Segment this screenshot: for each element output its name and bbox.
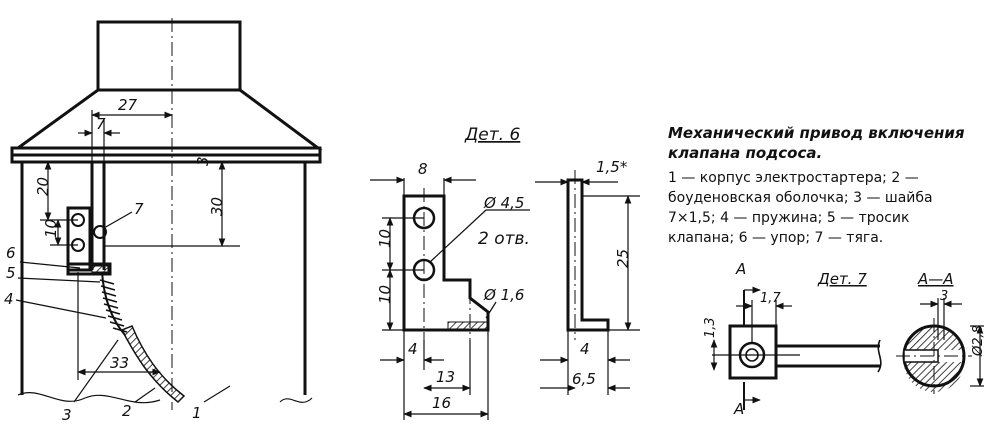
part7-title: Дет. 7: [817, 270, 867, 288]
callout-1: 1: [192, 404, 202, 422]
caption-line-1: 1 — корпус электростартера; 2 —: [668, 170, 919, 186]
part6-dim-4: 4: [408, 340, 418, 358]
spring: [99, 279, 128, 333]
part7-dim-13: 1,3: [703, 317, 718, 338]
caption-title-2: клапана подсоса.: [668, 144, 822, 162]
dim-33: 33: [110, 354, 129, 372]
part7-section-label: А—А: [917, 270, 954, 288]
caption-line-2: боуденовская оболочка; 3 — шайба: [668, 190, 933, 206]
dim-27: 27: [118, 96, 138, 114]
part-6: Дет. 6 8 10 10 Ø 4,5 2 отв. Ø 1,6: [370, 125, 640, 420]
part6-side-outline: [566, 178, 610, 332]
dim-10: 10: [42, 219, 60, 238]
bowden-sheath: [120, 325, 186, 404]
dim-30: 30: [208, 197, 226, 216]
part6-dim-16: 16: [432, 394, 451, 412]
housing-top-box: [96, 20, 242, 90]
callout-4: 4: [4, 290, 14, 308]
callout-7: 7: [134, 200, 144, 218]
part6-dim-10b: 10: [376, 285, 394, 304]
part7-dim-17: 1,7: [760, 291, 781, 306]
part6-side-25: 25: [614, 249, 632, 268]
callout-2: 2: [122, 402, 132, 420]
part-7: Дет. 7 А А 1,7 1,3 А—А: [703, 260, 986, 418]
callout-3: 3: [62, 406, 72, 424]
part6-dim-8: 8: [418, 160, 428, 178]
part6-side-65: 6,5: [572, 370, 596, 388]
part7-block: [728, 324, 778, 380]
part6-dim-d16: Ø 1,6: [483, 286, 524, 304]
part6-side-4: 4: [580, 340, 590, 358]
dim-7: 7: [96, 115, 106, 133]
caption-title-1: Механический привод включения: [668, 124, 965, 142]
main-view: 27 7 3 30 20 10 33 6 5 4 3 2: [4, 18, 323, 424]
part7-arrow-label-bottom: А: [733, 400, 744, 418]
callout-5: 5: [6, 264, 16, 282]
part7-dim-28: Ø2,8: [971, 325, 986, 357]
part7-arrow-label-top: А: [735, 260, 746, 278]
part6-title: Дет. 6: [464, 125, 520, 145]
callout-6: 6: [6, 244, 16, 262]
dim-20: 20: [34, 177, 52, 196]
housing-roof: [13, 88, 323, 150]
part6-holes-count: 2 отв.: [478, 229, 530, 249]
part6-dim-10a: 10: [376, 229, 394, 248]
caption-line-3: 7×1,5; 4 — пружина; 5 — тросик: [668, 210, 909, 226]
part6-side-15: 1,5*: [596, 158, 628, 176]
caption: Механический привод включения клапана по…: [668, 124, 965, 246]
dim-3: 3: [194, 156, 212, 166]
part6-dim-13: 13: [436, 368, 455, 386]
part7-dim-3: 3: [940, 289, 948, 304]
caption-line-4: клапана; 6 — упор; 7 — тяга.: [668, 230, 883, 246]
part6-hole-dia: Ø 4,5: [483, 194, 524, 212]
stop-bracket: [66, 206, 92, 272]
